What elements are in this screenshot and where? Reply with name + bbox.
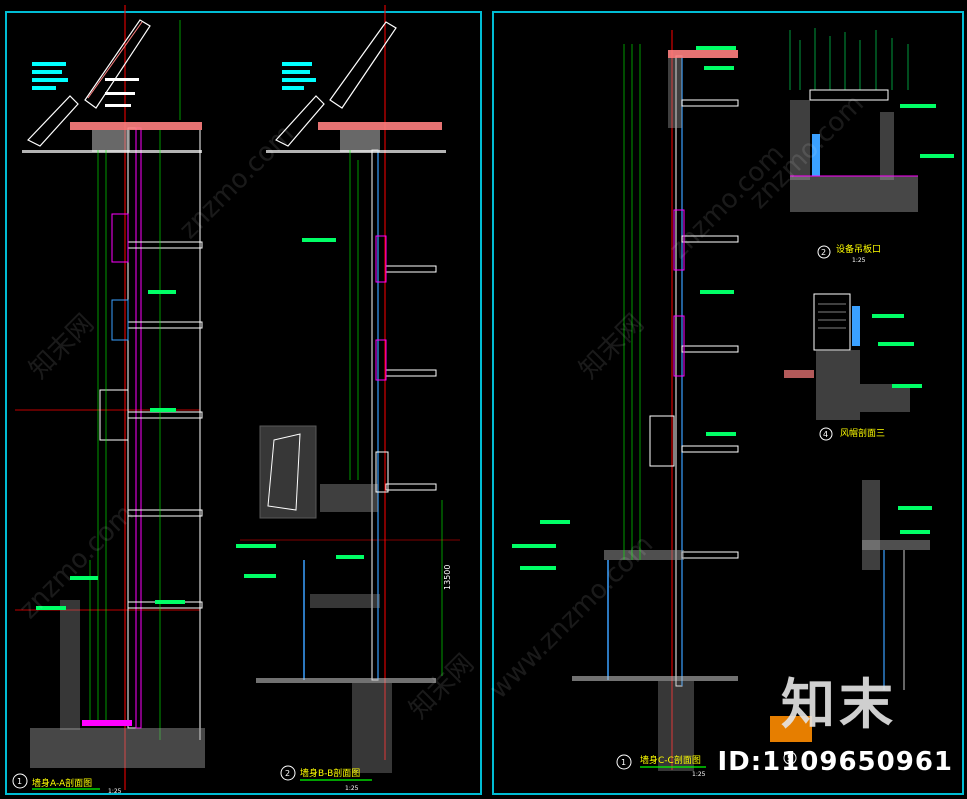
section-c-c-number: 1: [621, 758, 626, 767]
brand-watermark: 知末: [781, 673, 897, 736]
section-b-b: 13500 2 墙身B-B剖面图 1:25: [236, 5, 460, 792]
detail-five: 5: [770, 480, 932, 765]
detail-equipment-opening: 2 设备吊板口 1:25: [789, 28, 954, 264]
detail-equipment-number: 2: [821, 248, 826, 257]
section-a-a-title: 墙身A-A剖面图: [32, 777, 92, 789]
section-c-c-scale: 1:25: [692, 771, 706, 778]
section-a-a: 1 墙身A-A剖面图 1:25: [12, 5, 205, 795]
section-a-a-number: 1: [17, 777, 22, 786]
section-a-a-scale: 1:25: [108, 788, 122, 795]
section-b-b-scale: 1:25: [345, 785, 359, 792]
section-c-c-title: 墙身C-C剖面图: [640, 754, 701, 766]
detail-equipment-scale: 1:25: [852, 257, 866, 264]
section-b-b-number: 2: [285, 769, 290, 778]
detail-equipment-title: 设备吊板口: [836, 243, 881, 255]
dimension-note: 13500: [443, 565, 452, 590]
section-b-b-title: 墙身B-B剖面图: [300, 767, 360, 779]
detail-vent-number: 4: [823, 430, 828, 439]
detail-five-number: 5: [787, 754, 792, 763]
image-id-label: ID:1109650961: [717, 747, 953, 777]
section-c-c: 1 墙身C-C剖面图 1:25: [512, 30, 739, 778]
left-sheet-frame: [5, 11, 482, 795]
detail-vent-title: 风帽剖面三: [840, 427, 885, 439]
right-sheet-frame: [492, 11, 964, 795]
detail-vent-cap: 4 风帽剖面三: [784, 293, 922, 441]
